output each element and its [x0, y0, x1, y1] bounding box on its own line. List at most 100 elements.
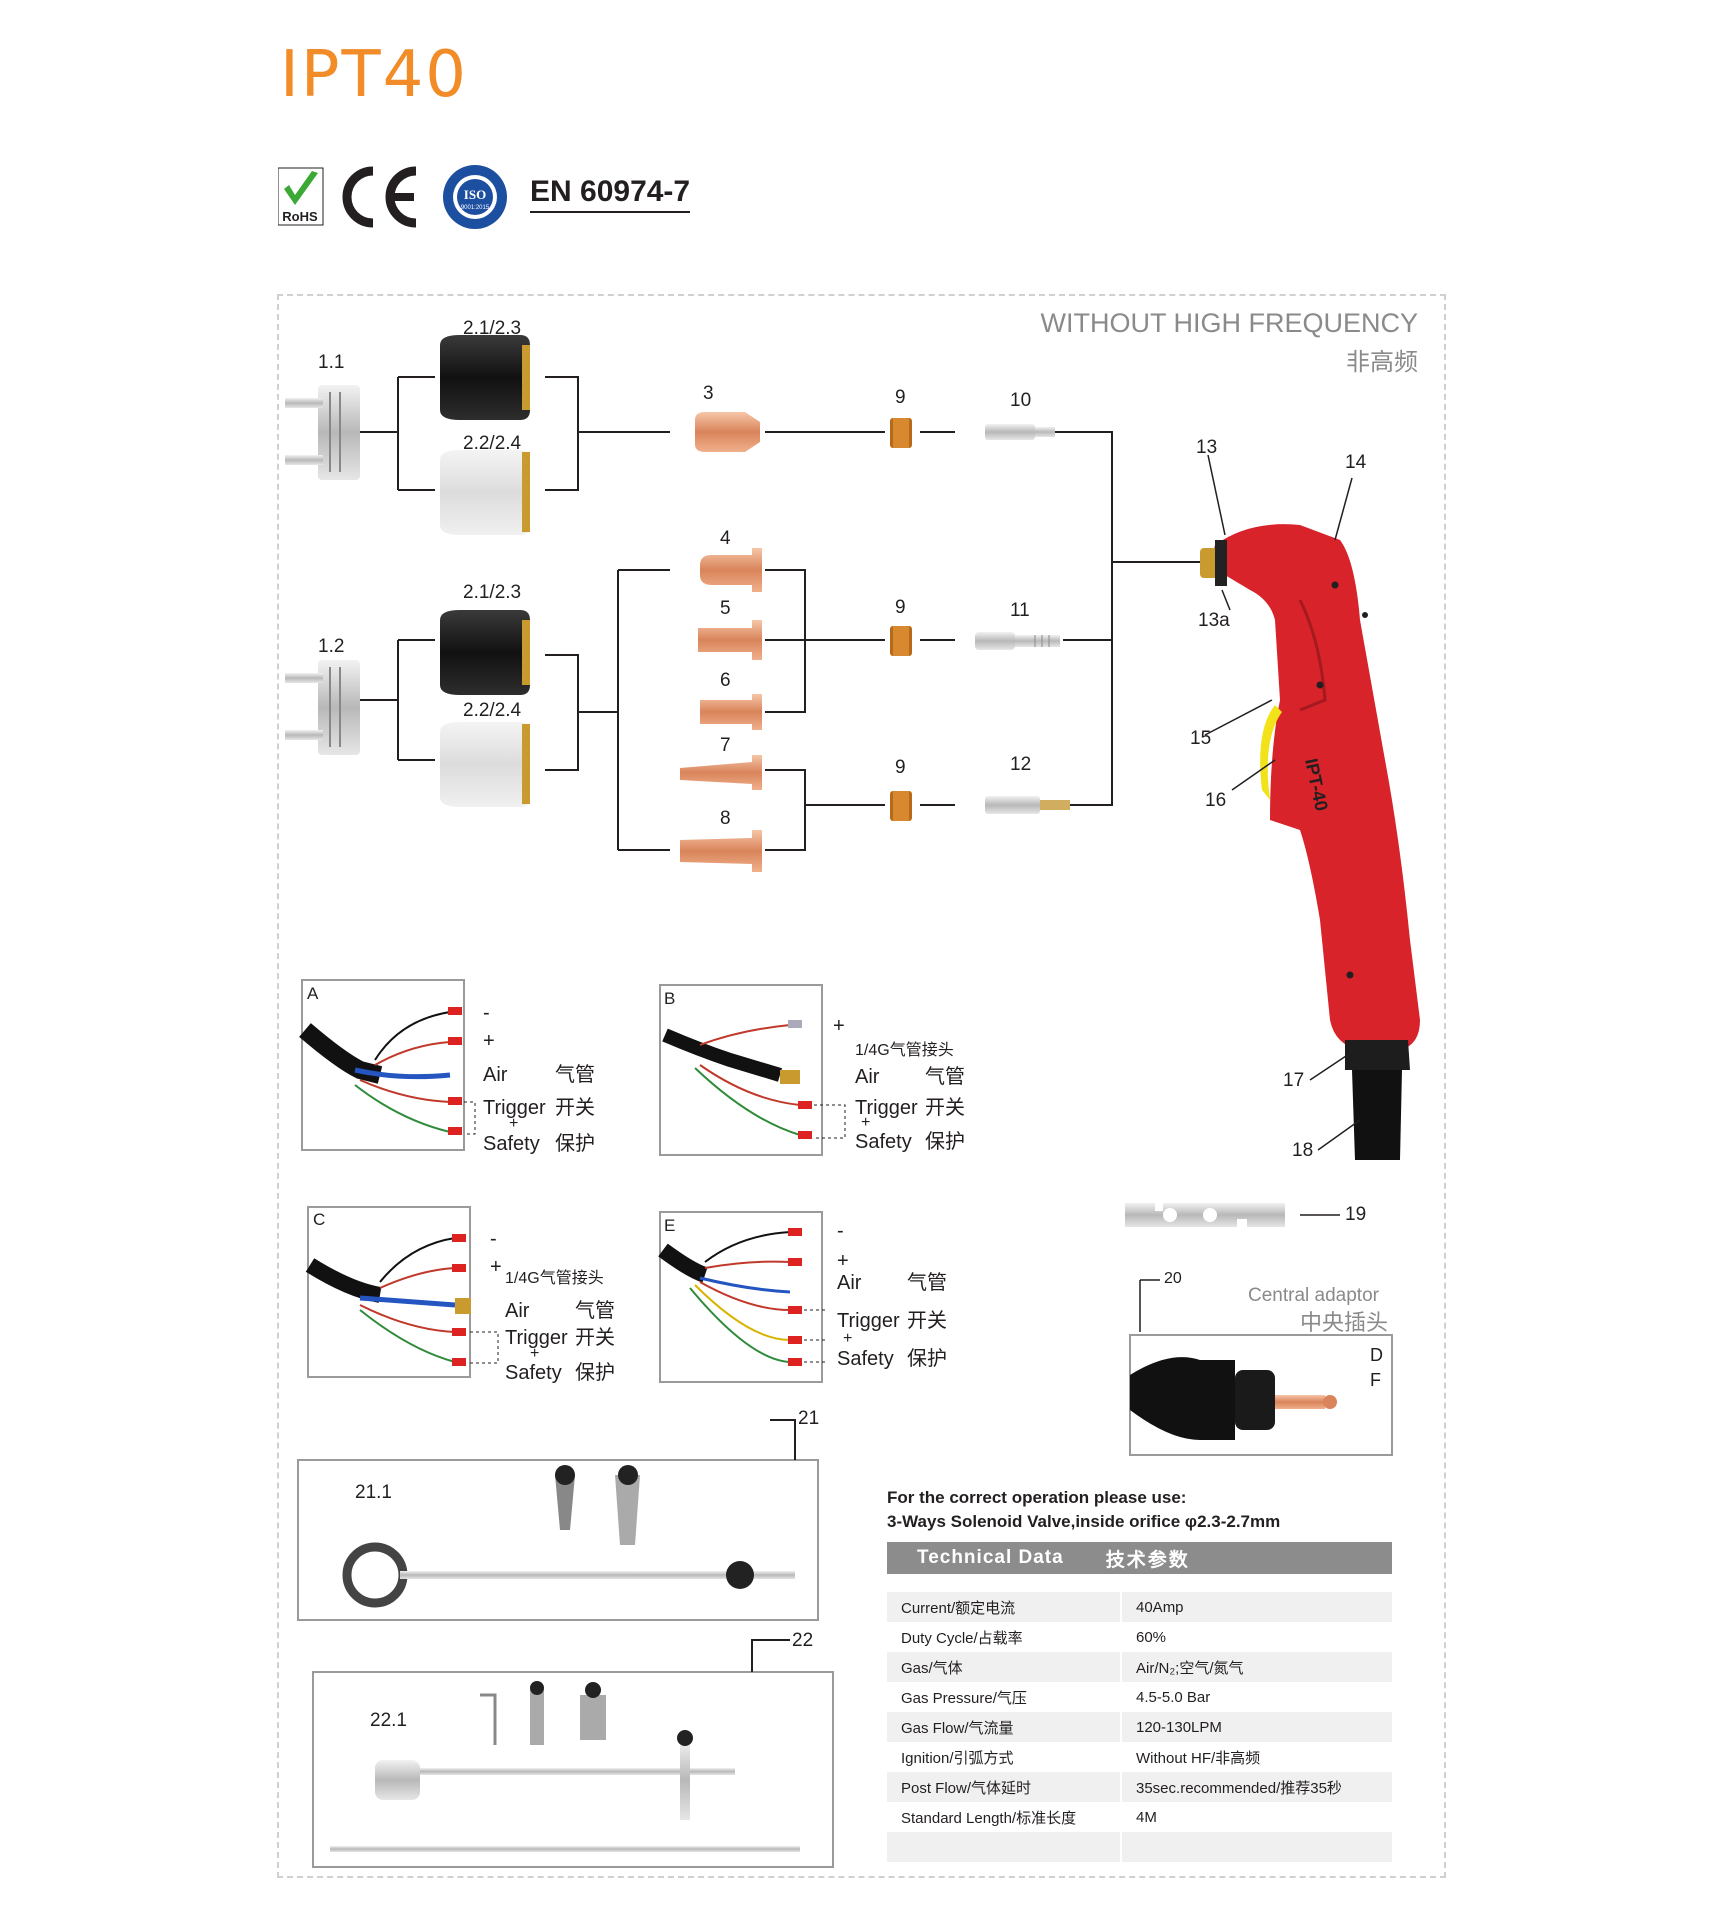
part-21-image — [297, 1419, 819, 1621]
part-11-image — [975, 632, 1060, 650]
wiring-box-e-image — [658, 1211, 825, 1383]
tech-key: Post Flow/气体延时 — [887, 1772, 1122, 1802]
label-10: 10 — [1010, 390, 1032, 411]
label-6: 6 — [720, 670, 731, 691]
label-15: 15 — [1190, 728, 1212, 749]
part-9-image-c — [890, 791, 912, 821]
wiring-c-plus2: + — [530, 1345, 540, 1362]
central-adaptor-cn: 中央插头 — [1300, 1310, 1389, 1335]
label-2-1-2-3-a: 2.1/2.3 — [463, 318, 522, 339]
central-adaptor-image — [1130, 1357, 1337, 1440]
tech-key: Gas/气体 — [887, 1652, 1122, 1682]
label-21: 21 — [798, 1408, 820, 1429]
wiring-b-id: B — [664, 989, 676, 1008]
wiring-a-safety: Safety — [483, 1133, 540, 1155]
usage-line-2: 3-Ways Solenoid Valve,inside orifice φ2.… — [887, 1512, 1281, 1531]
wiring-e-trigger-cn: 开关 — [907, 1310, 947, 1332]
tech-row-empty — [887, 1832, 1392, 1862]
label-11: 11 — [1010, 600, 1030, 621]
black-cup-image-b — [440, 610, 530, 695]
iso-sub: 9001:2015 — [461, 205, 490, 211]
tech-title-cn: 技术参数 — [1105, 1549, 1190, 1571]
wiring-c-plus: + — [490, 1256, 502, 1278]
wiring-a-air: Air — [483, 1064, 508, 1086]
wiring-a-safety-cn: 保护 — [555, 1133, 595, 1155]
wiring-e-air: Air — [837, 1272, 862, 1294]
tech-value: 4M — [1136, 1808, 1157, 1826]
black-cup-image-a — [440, 335, 530, 420]
wiring-b-fitting: 1/4G气管接头 — [855, 1042, 954, 1059]
diagram-frame — [277, 294, 1446, 1878]
wiring-a-plus: + — [483, 1030, 495, 1052]
white-cup-image-b — [440, 722, 530, 807]
tech-key: Standard Length/标准长度 — [887, 1802, 1122, 1832]
iso-icon: ISO 9001:2015 — [443, 165, 507, 229]
wiring-box-a-image — [299, 979, 476, 1151]
part-3-image — [695, 412, 760, 452]
central-adaptor-f: F — [1370, 1370, 1381, 1390]
label-4: 4 — [720, 528, 731, 549]
tech-key: Duty Cycle/占载率 — [887, 1622, 1122, 1652]
wiring-a-trigger-cn: 开关 — [555, 1097, 595, 1119]
wiring-b-air: Air — [855, 1066, 880, 1088]
wiring-b-trigger-cn: 开关 — [925, 1097, 965, 1119]
label-1-1: 1.1 — [318, 352, 345, 373]
label-1-2: 1.2 — [318, 636, 345, 657]
wiring-a-air-cn: 气管 — [555, 1064, 595, 1086]
wiring-c-air-cn: 气管 — [575, 1300, 615, 1322]
wiring-b-air-cn: 气管 — [925, 1066, 965, 1088]
part-19-image — [1125, 1203, 1285, 1227]
wiring-b-safety-cn: 保护 — [925, 1131, 965, 1153]
part-9-image-b — [890, 626, 912, 656]
wiring-c-id: C — [313, 1210, 326, 1229]
label-9-a: 9 — [895, 387, 906, 408]
wiring-b-safety: Safety — [855, 1131, 912, 1153]
tech-key: Gas Flow/气流量 — [887, 1712, 1122, 1742]
wiring-e-minus: - — [837, 1220, 844, 1242]
tech-key: Current/额定电流 — [887, 1592, 1122, 1622]
label-7: 7 — [720, 735, 731, 756]
label-13a: 13a — [1198, 610, 1230, 631]
standard-label: EN 60974-7 — [530, 175, 691, 213]
wiring-b-plus: + — [833, 1015, 845, 1037]
label-2-2-2-4-b: 2.2/2.4 — [463, 700, 522, 721]
wiring-e-trigger: Trigger — [837, 1310, 900, 1332]
certification-logos: RoHS ISO 9001:2015 — [278, 165, 507, 229]
wiring-e-plus: + — [837, 1250, 849, 1272]
label-2-2-2-4-a: 2.2/2.4 — [463, 433, 522, 454]
usage-line-1: For the correct operation please use: — [887, 1488, 1187, 1507]
wiring-e-safety-cn: 保护 — [907, 1348, 947, 1370]
label-17: 17 — [1283, 1070, 1305, 1091]
tech-value: 35sec.recommended/推荐35秒 — [1122, 1772, 1392, 1802]
wiring-a-trigger: Trigger — [483, 1097, 546, 1119]
part-1-1-image — [285, 385, 360, 480]
wiring-e-air-cn: 气管 — [907, 1272, 947, 1294]
label-18: 18 — [1292, 1140, 1314, 1161]
label-21-1: 21.1 — [355, 1482, 392, 1503]
wiring-c-trigger: Trigger — [505, 1327, 568, 1349]
rohs-label: RoHS — [282, 209, 318, 224]
label-14: 14 — [1345, 452, 1367, 473]
part-7-image — [680, 755, 762, 790]
label-13: 13 — [1196, 437, 1218, 458]
ce-icon — [342, 166, 417, 228]
part-22-image — [312, 1639, 834, 1868]
label-22: 22 — [792, 1630, 814, 1651]
part-10-image — [985, 424, 1055, 440]
label-9-c: 9 — [895, 757, 906, 778]
part-8-image — [680, 830, 762, 872]
label-16: 16 — [1205, 790, 1227, 811]
part-6-image — [700, 694, 762, 730]
wiring-c-fitting: 1/4G气管接头 — [505, 1270, 604, 1287]
tech-value: 120-130LPM — [1122, 1712, 1392, 1742]
wiring-box-b-image — [659, 984, 846, 1156]
wiring-c-trigger-cn: 开关 — [575, 1327, 615, 1349]
wiring-e-safety: Safety — [837, 1348, 894, 1370]
rohs-icon: RoHS — [278, 167, 324, 226]
